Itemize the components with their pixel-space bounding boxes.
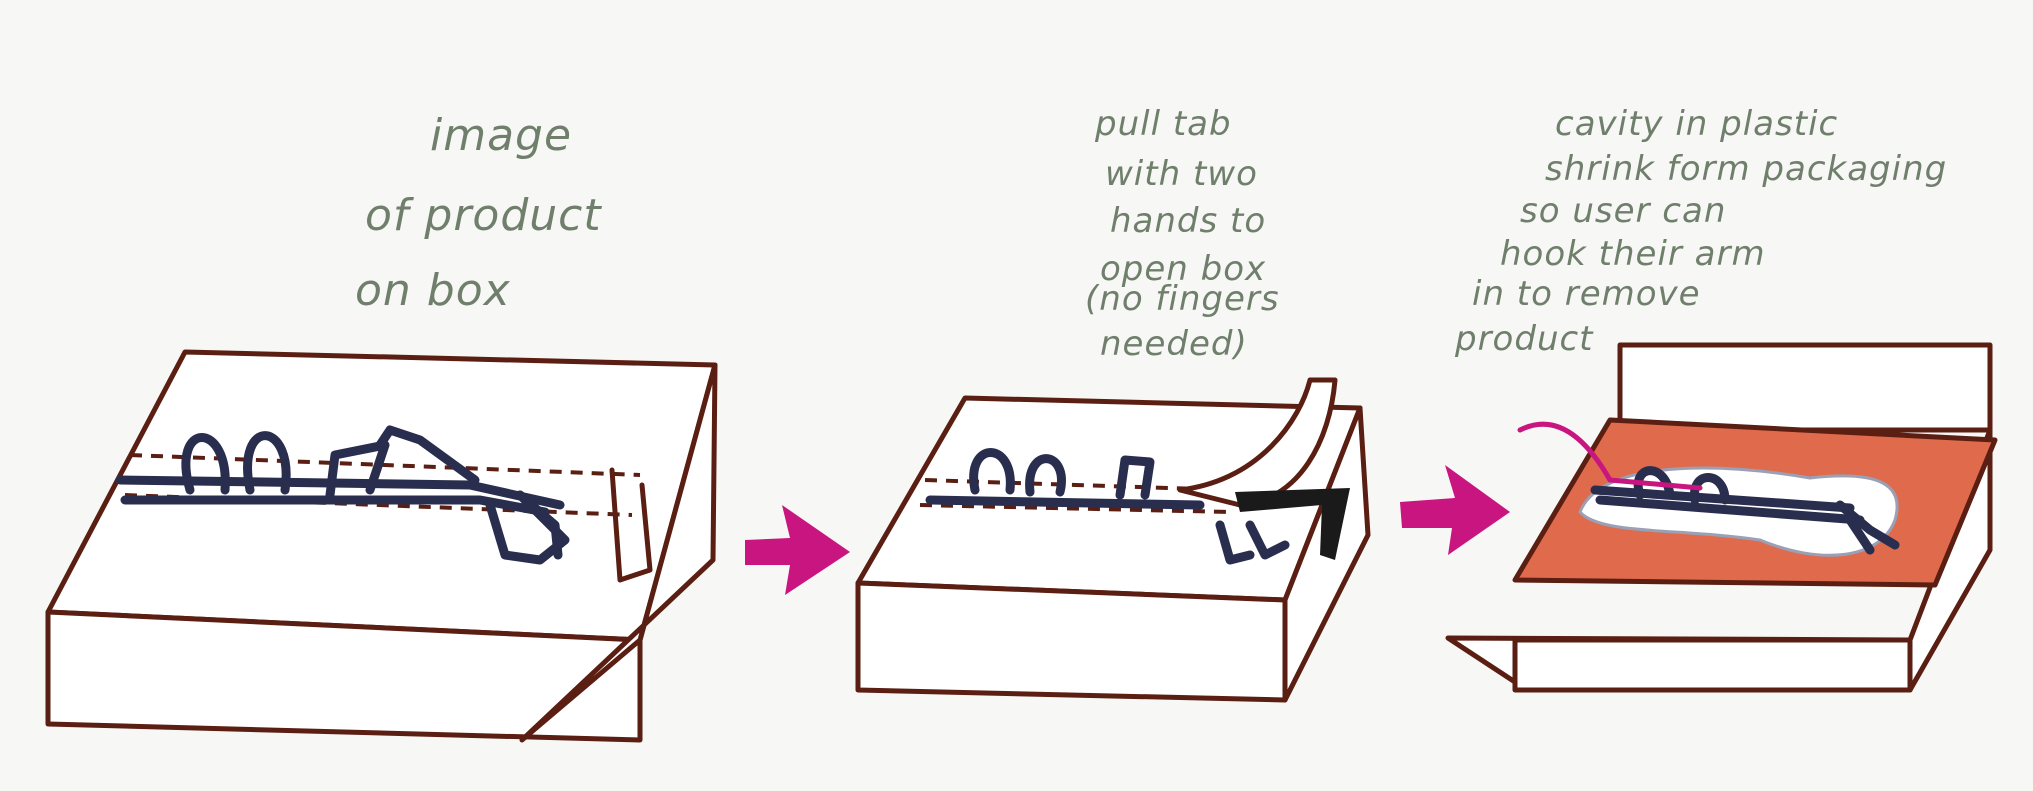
box-front xyxy=(858,583,1285,700)
panel3-note-line1: cavity in plastic xyxy=(1555,104,1838,144)
panel3-note-line4: hook their arm xyxy=(1500,234,1766,274)
panel3-note-line6: product xyxy=(1454,319,1594,359)
arrow-right-icon xyxy=(745,505,850,595)
closed-box xyxy=(48,352,715,740)
product-arm-shaft xyxy=(930,500,1200,505)
panel3-note-line2: shrink form packaging xyxy=(1545,149,1947,189)
panel1-note-line1: image xyxy=(430,110,572,161)
panel-opening-box: pull tab with two hands to open box (no … xyxy=(858,104,1368,700)
panel2-note-line3: hands to xyxy=(1110,201,1266,241)
box-lid-back xyxy=(1620,345,1990,430)
panel2-note: pull tab with two hands to open box (no … xyxy=(1085,104,1291,364)
opened-box xyxy=(1448,345,1995,690)
panel1-note-line3: on box xyxy=(355,265,511,316)
panel-opened-box: cavity in plastic shrink form packaging … xyxy=(1448,104,1995,690)
panel2-note-line2: with two xyxy=(1105,154,1258,194)
box-front xyxy=(1515,640,1910,690)
panel3-note: cavity in plastic shrink form packaging … xyxy=(1454,104,1959,359)
panel3-note-line3: so user can xyxy=(1520,191,1726,231)
panel2-note-line5: (no fingers xyxy=(1085,279,1280,319)
opening-box xyxy=(858,380,1368,700)
arrow-right-icon xyxy=(1400,465,1510,555)
panel2-note-line6: needed) xyxy=(1100,324,1248,364)
panel2-note-line1: pull tab xyxy=(1094,104,1232,144)
panel-closed-box: image of product on box xyxy=(48,110,715,740)
panel1-note: image of product on box xyxy=(355,110,617,316)
panel3-note-line5: in to remove xyxy=(1472,274,1701,314)
panel1-note-line2: of product xyxy=(365,190,602,241)
